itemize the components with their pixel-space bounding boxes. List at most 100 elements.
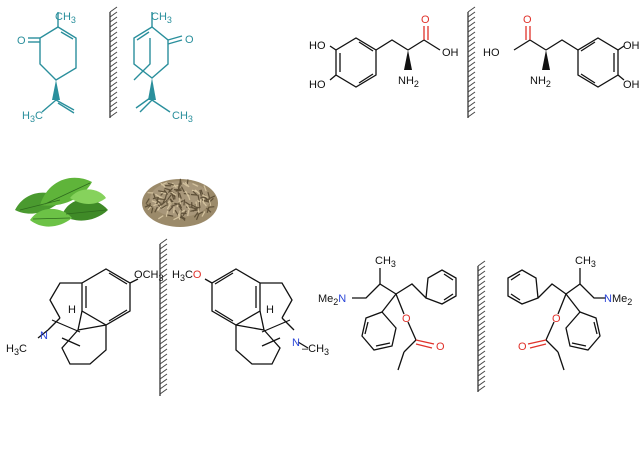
caraway-seed [152, 192, 156, 199]
morphinan-left-h-label: H [68, 304, 76, 316]
caraway-seed [171, 182, 177, 188]
propoxyphene-left-structure [352, 268, 457, 371]
dopa-left-ho-top-label: HO [309, 40, 326, 52]
morphinan-left-structure [37, 268, 139, 365]
caraway-seed [180, 186, 185, 193]
caraway-seed [209, 195, 216, 200]
caraway-seed [150, 207, 154, 214]
caraway-seed [158, 195, 165, 200]
caraway-seed [195, 214, 200, 221]
dopa-left-ho-bottom-label: HO [309, 79, 326, 91]
caraway-seed [202, 197, 205, 205]
caraway-seed [175, 189, 182, 192]
caraway-seed [151, 200, 158, 204]
morphinan-right-structure [204, 268, 309, 365]
caraway-seed [171, 193, 175, 200]
caraway-seed [157, 215, 164, 220]
caraway-seed [199, 189, 202, 196]
caraway-seed [165, 210, 169, 217]
caraway-seed [173, 189, 181, 191]
caraway-seed [198, 201, 201, 208]
carvone-right-ch3-label: CH3 [172, 110, 193, 124]
mirror-carvone [109, 6, 118, 118]
caraway-seed [177, 213, 181, 220]
caraway-seed [208, 199, 212, 206]
carvone-left-structure [28, 12, 77, 114]
caraway-seed [160, 182, 166, 188]
caraway-seed [207, 191, 211, 199]
caraway-seed [178, 192, 182, 199]
caraway-seed [152, 196, 159, 200]
caraway-seed [164, 187, 171, 191]
caraway-seed [191, 206, 198, 210]
caraway-seed [182, 182, 189, 187]
mirror-propoxyphene [477, 260, 486, 392]
caraway-seed [153, 203, 160, 207]
caraway-seed [145, 198, 150, 205]
caraway-seed [203, 185, 207, 192]
caraway-seed [201, 211, 206, 217]
mint-leaves-picture [15, 177, 108, 227]
carvone-right-methyl-label: CH3 [151, 11, 172, 25]
caraway-seed [187, 194, 191, 201]
caraway-seed [180, 215, 186, 221]
morphinan-left-n-label: N [40, 330, 48, 342]
caraway-seed [197, 194, 200, 201]
caraway-seed [190, 193, 197, 196]
dopa-left-oh-label: OH [442, 47, 459, 59]
carvone-right-oxygen-label: O [185, 34, 194, 46]
morphinan-left-h3c-label: H3C [6, 343, 27, 357]
morphinan-left-och3-label: OCH3 [134, 269, 163, 283]
mirror-dopa [467, 6, 476, 118]
caraway-seed [167, 187, 173, 194]
caraway-seed [208, 206, 215, 208]
caraway-seed [155, 198, 161, 204]
caraway-seed [191, 189, 198, 193]
caraway-seed [206, 207, 212, 213]
propoxyphene-left-carbonyl-o-label: O [436, 341, 445, 353]
caraway-seed [185, 204, 191, 210]
dopa-right-oh-bottom-label: OH [623, 79, 640, 91]
carvone-right-structure [133, 12, 183, 113]
caraway-seed [179, 178, 182, 185]
morphinan-right-n-label: N [292, 337, 300, 349]
caraway-seed [146, 204, 153, 208]
dopa-left-oxygen-label: O [421, 14, 430, 26]
caraway-seed [197, 211, 204, 216]
propoxyphene-right-nme2-label: NMe2 [604, 293, 632, 307]
caraway-seed [168, 206, 174, 212]
propoxyphene-left-ch3-label: CH3 [375, 255, 396, 269]
caraway-seed [158, 190, 165, 193]
propoxyphene-right-o-label: O [552, 313, 561, 325]
caraway-seed [193, 212, 199, 218]
mirror-planes [109, 6, 486, 396]
caraway-seed [174, 209, 179, 216]
caraway-seed [170, 203, 178, 207]
propoxyphene-left-nme2-label: Me2N [318, 293, 346, 307]
caraway-seed [203, 199, 210, 203]
caraway-seed [201, 194, 208, 198]
morphinan-right-h-label: H [266, 304, 274, 316]
caraway-seed [163, 189, 169, 195]
caraway-seed [167, 182, 175, 186]
caraway-seed [187, 209, 190, 217]
dopa-left-structure [329, 26, 441, 88]
caraway-seed [167, 194, 172, 201]
morphinan-right-ch3-label: –CH3 [302, 343, 329, 357]
caraway-seed [184, 201, 191, 206]
caraway-seed [183, 199, 186, 206]
dopa-right-oh-top-label: OH [623, 40, 640, 52]
caraway-seed [167, 214, 174, 217]
caraway-seed [164, 194, 168, 201]
caraway-seed [178, 199, 184, 204]
caraway-seed [160, 200, 167, 206]
carvone-left-oxygen-label: O [17, 35, 26, 47]
carvone-left-methyl-label: CH3 [55, 11, 76, 25]
caraway-seed [190, 209, 197, 212]
dopa-right-ho-label: HO [483, 47, 500, 59]
caraway-seeds-picture [142, 178, 218, 227]
caraway-seed [192, 183, 199, 187]
caraway-seed [166, 203, 171, 210]
mirror-morphinan [159, 238, 168, 396]
